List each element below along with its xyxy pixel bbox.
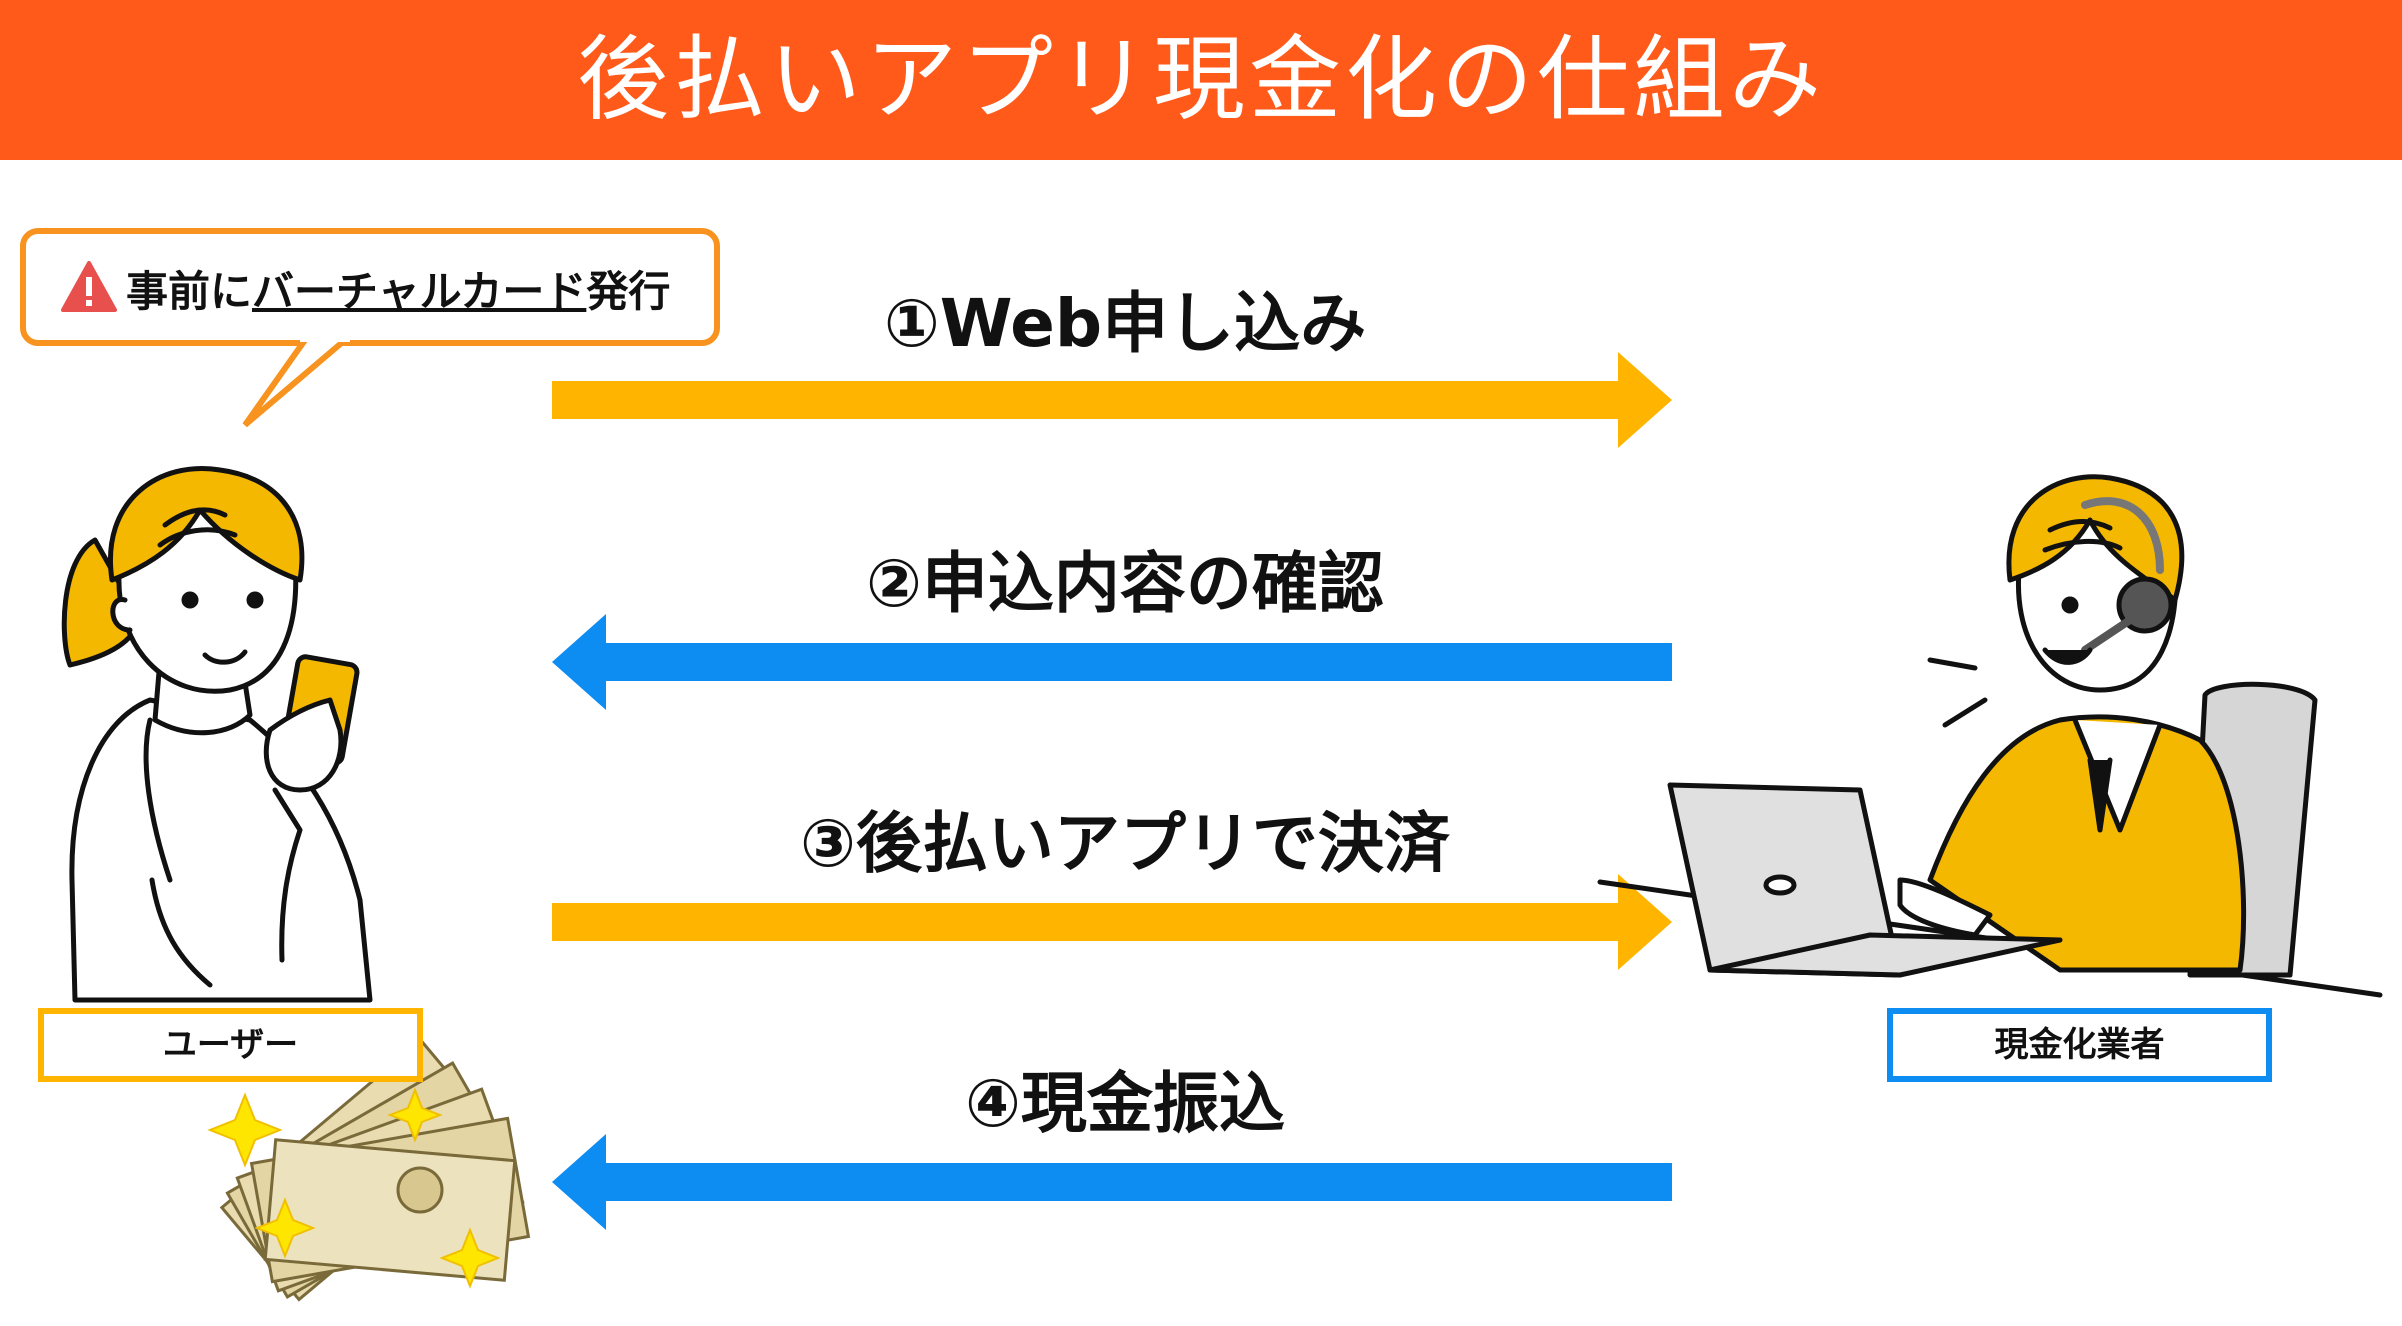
step-2-label: ②申込内容の確認 — [866, 545, 1384, 622]
notice-text: 事前にバーチャルカード発行 — [126, 258, 670, 319]
page-title: 後払いアプリ現金化の仕組み — [576, 26, 1825, 133]
user-label-box: ユーザー — [38, 1008, 423, 1082]
merchant-label: 現金化業者 — [1994, 1025, 2165, 1065]
user-label: ユーザー — [162, 1025, 299, 1065]
notice-suffix: 発行 — [586, 267, 671, 316]
warning-icon — [61, 261, 117, 312]
arrow-step-2 — [552, 614, 1672, 710]
notice-bubble: 事前にバーチャルカード発行 — [20, 228, 720, 346]
arrow-step-1 — [552, 352, 1672, 448]
step-4-label: ④現金振込 — [965, 1065, 1285, 1142]
merchant-label-box: 現金化業者 — [1887, 1008, 2272, 1082]
step-3-label: ③後払いアプリで決済 — [800, 805, 1450, 882]
arrow-step-3 — [552, 874, 1672, 970]
step-1-label: ①Web申し込み — [883, 285, 1367, 362]
notice-prefix: 事前に — [126, 267, 253, 316]
notice-underlined: バーチャルカード — [252, 267, 587, 316]
header-bar — [0, 0, 2402, 160]
arrow-step-4 — [552, 1134, 1672, 1230]
